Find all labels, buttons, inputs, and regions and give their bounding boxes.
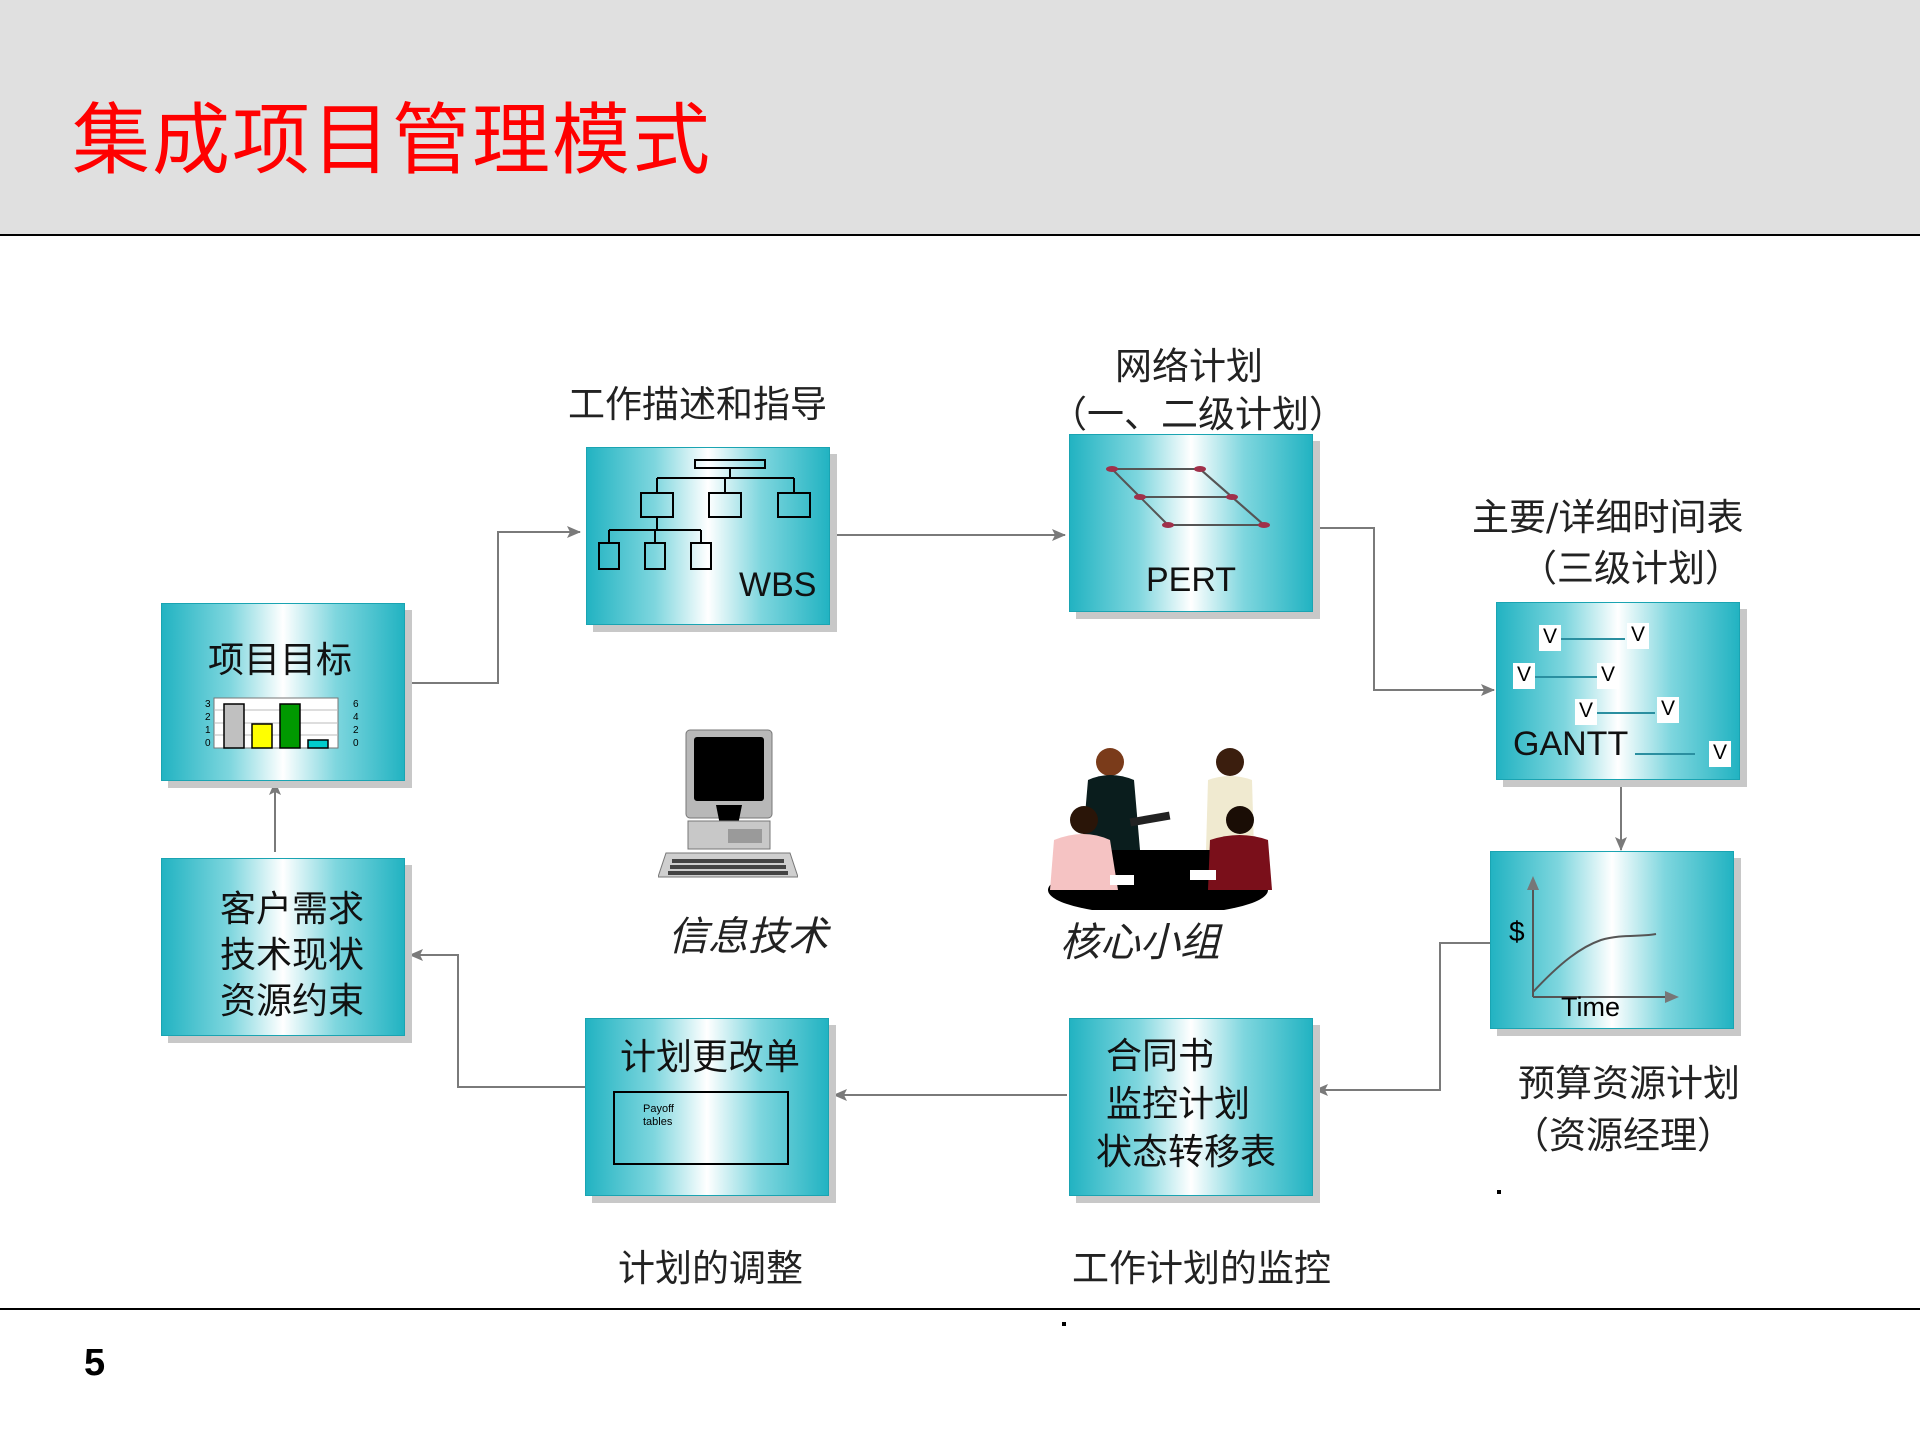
team-label: 核心小组 <box>1060 920 1220 966</box>
pert-caption-line2: （一、二级计划） <box>1050 393 1346 436</box>
gantt-bars-icon <box>1529 638 1695 755</box>
gantt-mark: V <box>1575 699 1597 725</box>
budget-y-label: $ <box>1509 916 1525 947</box>
gantt-mark: V <box>1709 741 1731 767</box>
payoff-note: Payoff tables <box>643 1103 674 1128</box>
wbs-label: WBS <box>739 566 817 604</box>
pert-label: PERT <box>1146 561 1237 599</box>
arrow-pert-to-gantt <box>1315 527 1495 696</box>
bar-chart-icon <box>213 697 339 749</box>
header-bar <box>0 0 1920 236</box>
goal-label: 项目目标 <box>208 640 353 681</box>
gantt-mark: V <box>1627 623 1649 649</box>
pert-box: PERT <box>1069 434 1313 612</box>
gantt-mark: V <box>1513 663 1535 689</box>
cost-curve-icon <box>1527 876 1679 1003</box>
network-diagram-icon <box>1106 466 1270 528</box>
gantt-mark: V <box>1597 663 1619 689</box>
footer-rule <box>0 1308 1920 1310</box>
dot-marker <box>1497 1190 1501 1194</box>
budget-x-label: Time <box>1561 992 1620 1022</box>
gantt-caption-line1: 主要/详细时间表 <box>1472 496 1744 539</box>
monitor-caption: 工作计划的监控 <box>1072 1247 1331 1290</box>
gantt-mark: V <box>1657 697 1679 723</box>
monitor-box: 合同书 监控计划 状态转移表 <box>1069 1018 1313 1196</box>
wbs-box: WBS <box>586 447 830 625</box>
arrow-change-to-customer <box>409 949 585 1088</box>
budget-caption-line2: （资源经理） <box>1512 1114 1734 1157</box>
budget-caption-line1: 预算资源计划 <box>1518 1062 1740 1105</box>
budget-box: $ Time <box>1490 851 1734 1029</box>
gantt-box: V V V V V V V GANTT <box>1496 602 1740 780</box>
monitor-lines: 合同书 监控计划 状态转移表 <box>1096 1036 1277 1173</box>
wbs-caption: 工作描述和指导 <box>568 383 827 426</box>
computer-icon <box>658 729 798 878</box>
dot-marker <box>1062 1322 1066 1326</box>
gantt-label: GANTT <box>1513 725 1629 763</box>
change-box: 计划更改单 Payoff tables <box>585 1018 829 1196</box>
it-label: 信息技术 <box>668 914 828 960</box>
change-label: 计划更改单 <box>620 1037 801 1078</box>
arrow-budget-to-monitor <box>1314 942 1490 1096</box>
gantt-caption-line2: （三级计划） <box>1520 547 1742 590</box>
change-caption: 计划的调整 <box>618 1247 803 1290</box>
customer-box: 客户需求 技术现状 资源约束 <box>161 858 405 1036</box>
arrow-goal-to-wbs <box>405 526 581 684</box>
page-number: 5 <box>84 1342 106 1384</box>
org-chart-icon <box>598 459 811 570</box>
gantt-mark: V <box>1539 625 1561 651</box>
payoff-tables-frame: Payoff tables <box>613 1091 789 1165</box>
team-meeting-icon <box>1048 748 1272 910</box>
page-title: 集成项目管理模式 <box>72 96 713 186</box>
customer-lines: 客户需求 技术现状 资源约束 <box>220 889 365 1022</box>
pert-caption-line1: 网络计划 <box>1115 345 1263 388</box>
